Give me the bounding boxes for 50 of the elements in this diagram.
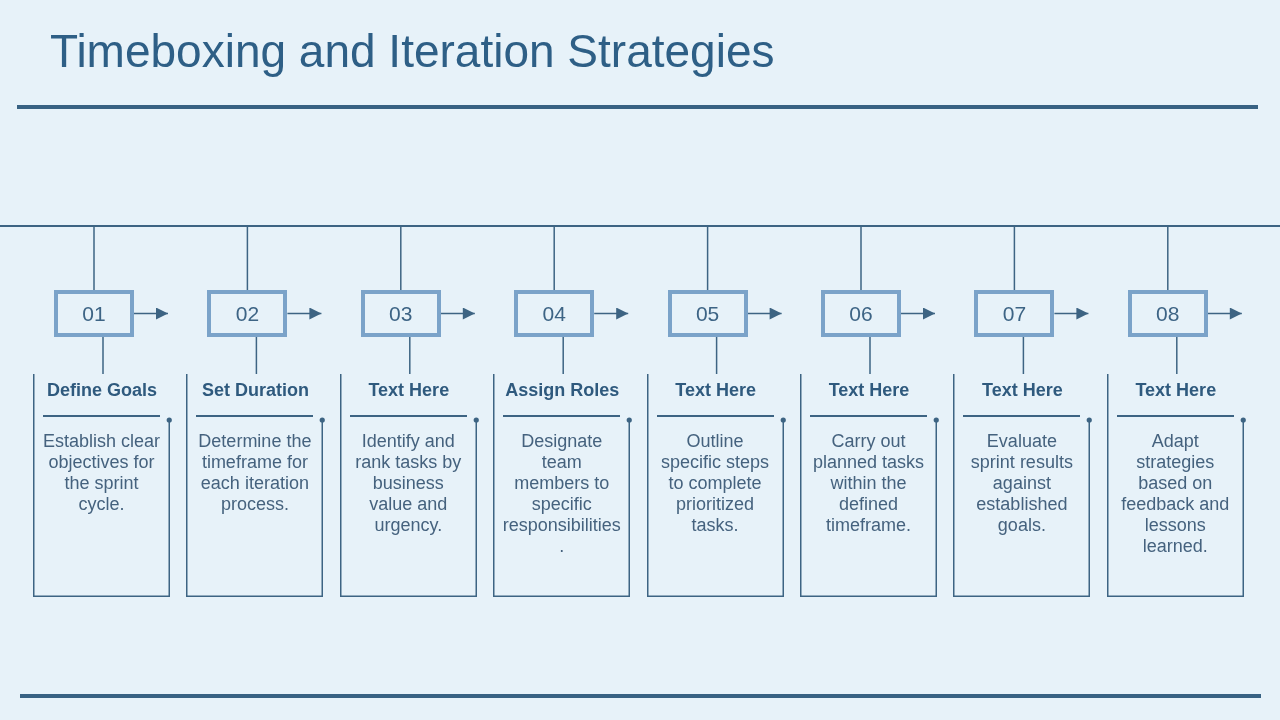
arrow [593,307,629,320]
connector-line [409,336,411,375]
step-description: Determine the timeframe for each iteration process. [197,431,313,515]
connector-line [1022,336,1025,375]
step-number: 07 [974,290,1055,337]
connector-line [715,336,718,375]
step-description: Adapt strategies based on feedback and lessons learned. [1120,431,1231,557]
connector-line [869,336,871,375]
step-description: Carry out planned tasks within the defined timeframe. [811,431,926,536]
slide-title: Timeboxing and Iteration Strategies [50,25,775,77]
step-number: 05 [667,290,748,337]
connector-line [400,226,402,291]
step-description: Identify and rank tasks by business value and urgency. [354,431,463,536]
step-description: Outline specific steps to complete prioritized tasks. [660,431,771,536]
step-title: Text Here [827,379,911,402]
step-number: 01 [54,290,134,337]
step-title: Assign Roles [504,379,621,402]
step-title: Text Here [1134,379,1218,402]
arrow [1053,307,1090,320]
step-description: Establish clear objectives for the sprint cycle. [42,431,161,515]
arrow [900,307,936,320]
step-number: 03 [360,290,441,337]
arrow [1207,307,1243,320]
connector-line [553,226,555,291]
connector-line [1013,226,1016,291]
step-description: Evaluate sprint results against established goals. [969,431,1074,536]
connector-line [706,226,709,291]
step-description: Designate team members to specific responsibilities. [502,431,622,557]
connector-line [860,226,862,291]
timeline-line [0,225,1280,227]
step-number: 08 [1127,290,1208,337]
step-number: 02 [207,290,288,337]
connector-line [93,226,95,291]
arrow [440,307,476,320]
connector-line [1176,336,1178,375]
arrow [133,307,169,320]
connector-line [562,336,564,375]
arrow [746,307,783,320]
arrow [286,307,323,320]
step-title: Text Here [367,379,451,402]
step-title: Define Goals [46,379,158,402]
step-title: Text Here [981,379,1064,402]
step-number: 06 [821,290,901,337]
connector-line [1167,226,1169,291]
connector-line [246,226,249,291]
step-title: Text Here [674,379,757,402]
connector-line [255,336,258,375]
step-number: 04 [514,290,595,337]
step-title: Set Duration [200,379,310,402]
connector-line [102,336,104,375]
